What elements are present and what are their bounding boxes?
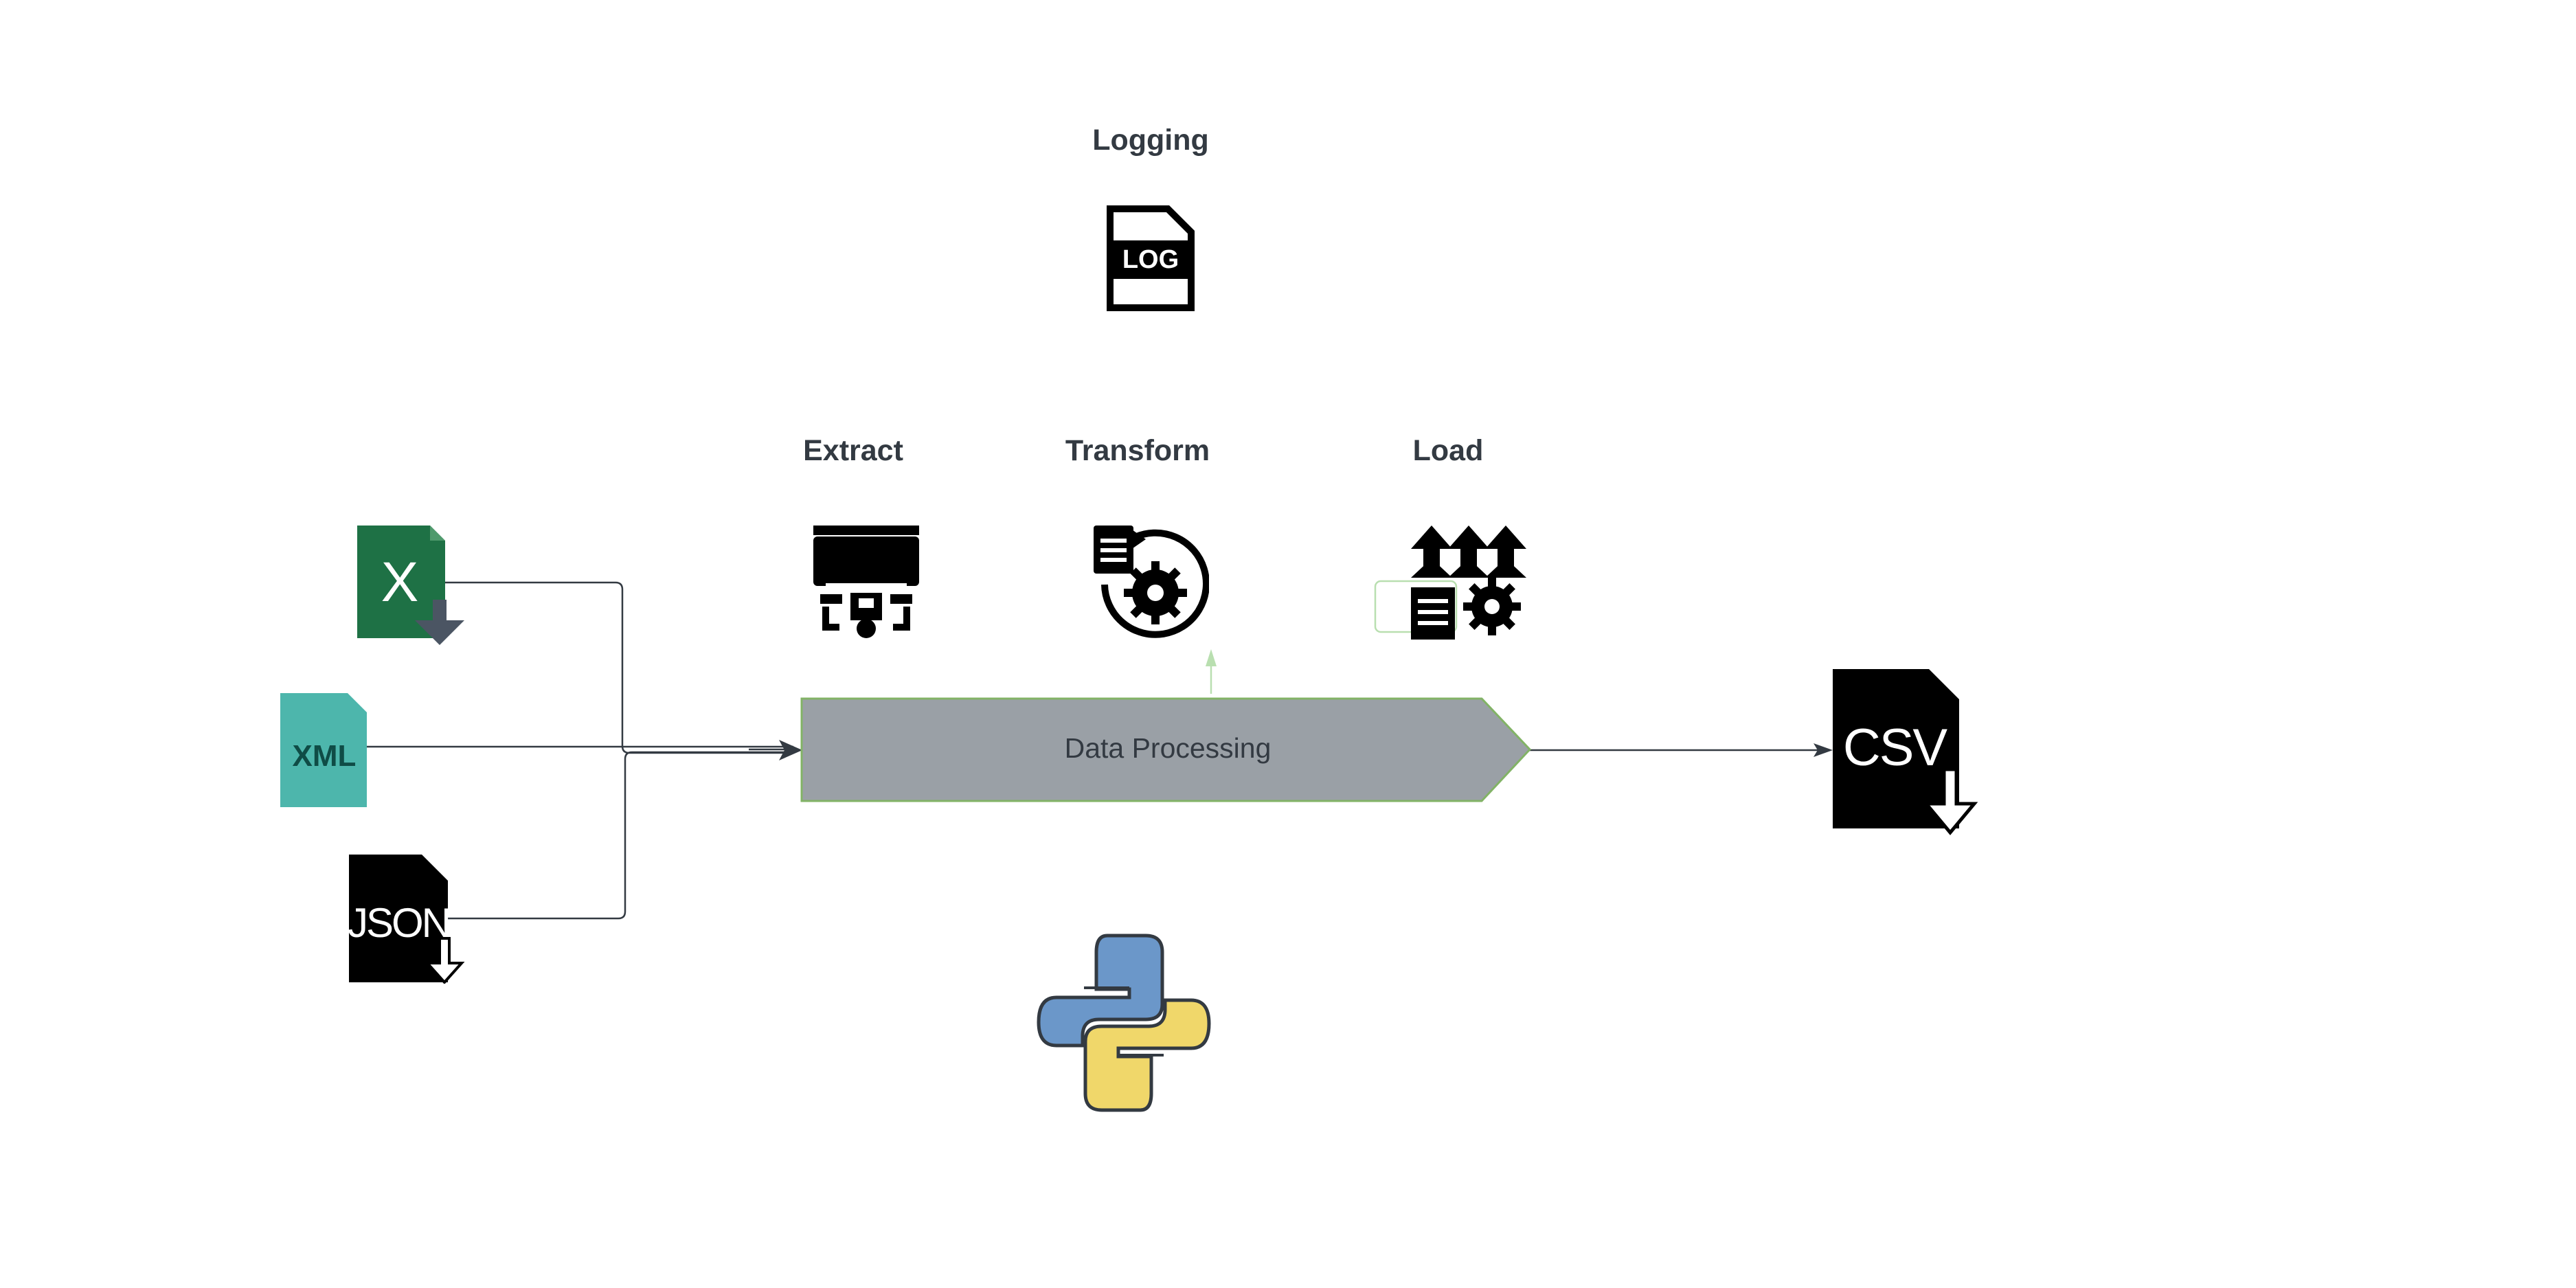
extract-label: Extract: [803, 434, 903, 467]
excel-connector: [425, 581, 793, 754]
xml-badge-text: XML: [293, 739, 357, 773]
excel-file-download-icon: X: [357, 526, 464, 645]
transform-label: Transform: [1065, 434, 1210, 467]
json-connector: [445, 751, 793, 920]
csv-arrowhead: [1814, 743, 1833, 757]
log-file-icon: LOG: [1107, 205, 1195, 311]
logging-label: Logging: [1092, 124, 1209, 157]
data-processing-block[interactable]: [800, 697, 1532, 802]
server-extract-icon: [813, 526, 919, 638]
csv-file-download-icon: CSV: [1833, 669, 1978, 835]
load-label: Load: [1412, 434, 1484, 467]
log-badge-text: LOG: [1122, 245, 1179, 274]
python-logo-icon: [1037, 934, 1211, 1112]
json-file-download-icon: JSON: [348, 855, 465, 984]
json-badge-text: JSON: [348, 900, 449, 946]
data-processing-label: Data Processing: [1064, 732, 1272, 764]
process-arrowhead: [779, 740, 802, 760]
excel-badge-text: X: [381, 551, 419, 613]
csv-badge-text: CSV: [1843, 719, 1948, 777]
xml-file-icon: XML: [280, 693, 367, 807]
transform-cycle-icon: [1094, 526, 1209, 638]
load-upload-gear-icon: [1411, 526, 1526, 640]
